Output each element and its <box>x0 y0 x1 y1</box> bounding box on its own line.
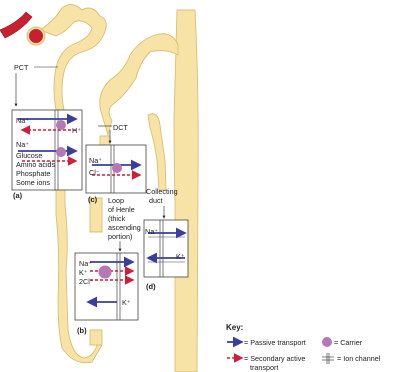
ion-label: Na⁺ <box>79 259 92 268</box>
carrier-icon <box>56 120 66 130</box>
carrier-swatch <box>322 337 332 347</box>
loop-label: Loop <box>108 196 124 205</box>
panel-a-tag: (a) <box>13 191 23 200</box>
pct-tube <box>40 4 106 110</box>
panel-d-tag: (d) <box>146 282 156 291</box>
legend-secondary-cont: transport <box>250 363 278 372</box>
loop-label: portion) <box>108 232 132 241</box>
loop-label: ascending <box>108 223 141 232</box>
ion-label: Na⁺ <box>145 227 158 236</box>
ion-label: K⁺ <box>176 252 185 261</box>
collecting-duct-label: duct <box>149 196 163 205</box>
ion-label: Na⁺ <box>89 156 102 165</box>
legend-passive: = Passive transport <box>244 338 306 347</box>
legend: Key: = Passive transport = Carrier = Sec… <box>226 323 381 372</box>
carrier-icon <box>56 147 66 157</box>
ion-channel-swatch <box>322 353 334 364</box>
ion-label: H⁺ <box>72 126 81 135</box>
collecting-duct-label: Collecting <box>146 187 178 196</box>
panel-a: Na⁺ H⁺ Na⁺ Glucose Amino acids Phosphate… <box>12 110 82 200</box>
ion-label: Na⁺ <box>16 116 29 125</box>
solute-label: Phosphate <box>16 169 50 178</box>
loop-label: (thick <box>108 214 126 223</box>
legend-secondary: = Secondary active <box>244 354 305 363</box>
panel-b-tag: (b) <box>77 326 87 335</box>
legend-carrier: = Carrier <box>334 338 363 347</box>
carrier-icon <box>99 266 112 279</box>
ion-label: 2Cl⁻ <box>79 277 94 286</box>
ion-label: K⁺ <box>122 298 131 307</box>
carrier-icon <box>112 163 122 173</box>
loop-label: of Henle <box>108 205 135 214</box>
renal-corpuscle <box>0 12 45 45</box>
solute-label: Glucose <box>16 151 42 160</box>
ion-label: Cl⁻ <box>89 168 100 177</box>
collecting-duct-tube <box>174 10 198 372</box>
legend-title: Key: <box>226 323 243 332</box>
panel-b: Na⁺ K⁺ 2Cl⁻ K⁺ (b) <box>75 253 138 335</box>
ion-label: K⁺ <box>79 268 88 277</box>
ion-label: Na⁺ <box>16 140 29 149</box>
pct-label: PCT <box>14 63 29 72</box>
solute-label: Some ions <box>16 178 50 187</box>
solute-label: Amino acids <box>16 160 56 169</box>
dct-label: DCT <box>113 123 128 132</box>
legend-channel: = Ion channel <box>337 354 381 363</box>
panel-c-tag: (c) <box>88 195 98 204</box>
